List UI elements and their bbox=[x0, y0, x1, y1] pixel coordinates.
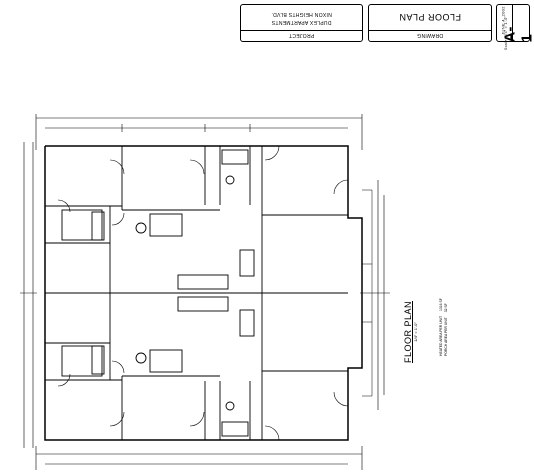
dimension-lines bbox=[20, 114, 390, 470]
door-swings bbox=[57, 145, 349, 441]
sheet-number-box: A-1 JUNE 4, 2002 Scale: 1/4" = 1'-0" bbox=[496, 4, 534, 50]
project-box-divider bbox=[241, 30, 362, 31]
project-title-box: PROJECT DUPLEX APARTMENTS NIXON HEIGHTS … bbox=[240, 4, 363, 42]
exterior-walls bbox=[44, 145, 363, 441]
porch-outline bbox=[362, 189, 373, 397]
sheet-box-divider bbox=[512, 5, 513, 41]
interior-walls bbox=[45, 146, 348, 440]
drawing-title-box: DRAWING FLOOR PLAN bbox=[368, 4, 492, 42]
drawing-box-divider bbox=[369, 30, 491, 31]
